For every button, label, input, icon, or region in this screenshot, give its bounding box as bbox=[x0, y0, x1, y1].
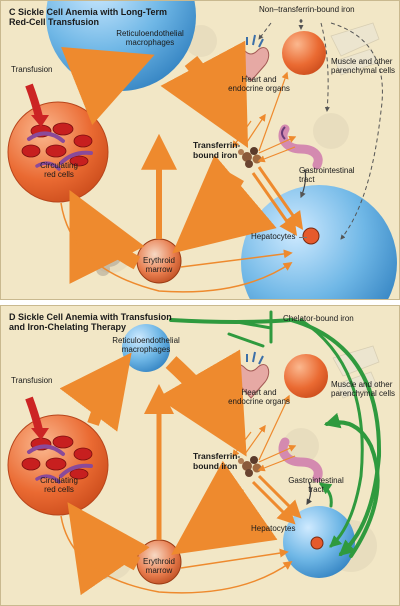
hepatocyte-cell bbox=[241, 185, 397, 299]
label-hepatocytes: Hepatocytes bbox=[251, 232, 296, 241]
label-heart: Heart and endocrine organs bbox=[228, 75, 290, 93]
panel-c-artwork bbox=[7, 1, 397, 299]
transfusion-arrow bbox=[25, 83, 43, 118]
label-gi-d: Gastrointestinal tract bbox=[288, 476, 344, 494]
panel-d-title-text: Sickle Cell Anemia with Transfusion and … bbox=[9, 312, 172, 332]
hepatocyte-nucleus-d bbox=[310, 536, 324, 550]
label-circulating-d: Circulating red cells bbox=[40, 476, 78, 494]
label-reticuloendothelial-d: Reticuloendothelial macrophages bbox=[112, 336, 180, 354]
gastrointestinal-icon bbox=[278, 124, 323, 170]
ntbi-source-dot bbox=[299, 19, 303, 23]
chelator-arrows bbox=[169, 310, 382, 558]
gi-to-liver-arrow-d bbox=[306, 481, 313, 506]
label-hepatocytes-d: Hepatocytes bbox=[251, 524, 296, 533]
label-gi: Gastrointestinal tract bbox=[299, 166, 355, 184]
label-transfusion: Transfusion bbox=[11, 65, 53, 74]
transfusion-arrow-d bbox=[25, 396, 43, 431]
transferrin-iron-icon bbox=[238, 147, 262, 168]
iron-flow-arrows-d bbox=[59, 349, 302, 596]
panel-d-letter: D bbox=[9, 312, 16, 322]
panel-d: D Sickle Cell Anemia with Transfusion an… bbox=[0, 305, 400, 606]
transferrin-iron-icon-d bbox=[238, 456, 262, 477]
panel-d-title: D Sickle Cell Anemia with Transfusion an… bbox=[9, 312, 172, 332]
transfusion-arrowhead bbox=[31, 115, 49, 127]
gi-to-liver-arrow bbox=[300, 168, 307, 199]
label-chelator: Chelator-bound iron bbox=[283, 314, 354, 323]
label-muscle: Muscle and other parenchymal cells bbox=[331, 57, 396, 75]
muscle-cell-circle bbox=[282, 31, 326, 75]
gastrointestinal-icon-d bbox=[278, 437, 323, 483]
label-ntbi: Non–transferrin-bound iron bbox=[259, 5, 355, 14]
hepatocyte-nucleus bbox=[302, 227, 320, 245]
panel-c-letter: C bbox=[9, 7, 16, 17]
label-erythroid: Erythroid marrow bbox=[142, 256, 175, 274]
label-circulating: Circulating red cells bbox=[40, 161, 78, 179]
panel-d-artwork bbox=[7, 310, 382, 596]
red-cell-icons-d bbox=[21, 435, 93, 484]
panel-c: C Sickle Cell Anemia with Long-Term Red-… bbox=[0, 0, 400, 300]
hepatocytes-leader-line bbox=[299, 237, 307, 238]
label-muscle-d: Muscle and other parenchymal cells bbox=[331, 380, 396, 398]
muscle-fibers bbox=[330, 22, 380, 76]
transfusion-arrowhead-d bbox=[31, 428, 49, 440]
iron-flow-arrows bbox=[60, 40, 304, 293]
label-heart-d: Heart and endocrine organs bbox=[228, 388, 290, 406]
panel-c-title: C Sickle Cell Anemia with Long-Term Red-… bbox=[9, 7, 167, 27]
panel-c-title-text: Sickle Cell Anemia with Long-Term Red-Ce… bbox=[9, 7, 168, 27]
muscle-cell-circle-d bbox=[284, 354, 328, 398]
label-transfusion-d: Transfusion bbox=[11, 376, 53, 385]
label-erythroid-d: Erythroid marrow bbox=[142, 557, 175, 575]
red-cell-icons bbox=[21, 122, 93, 171]
label-transferrin: Transferrin- bound iron bbox=[193, 140, 241, 160]
label-transferrin-d: Transferrin- bound iron bbox=[193, 451, 241, 471]
label-reticuloendothelial: Reticuloendothelial macrophages bbox=[116, 29, 184, 47]
